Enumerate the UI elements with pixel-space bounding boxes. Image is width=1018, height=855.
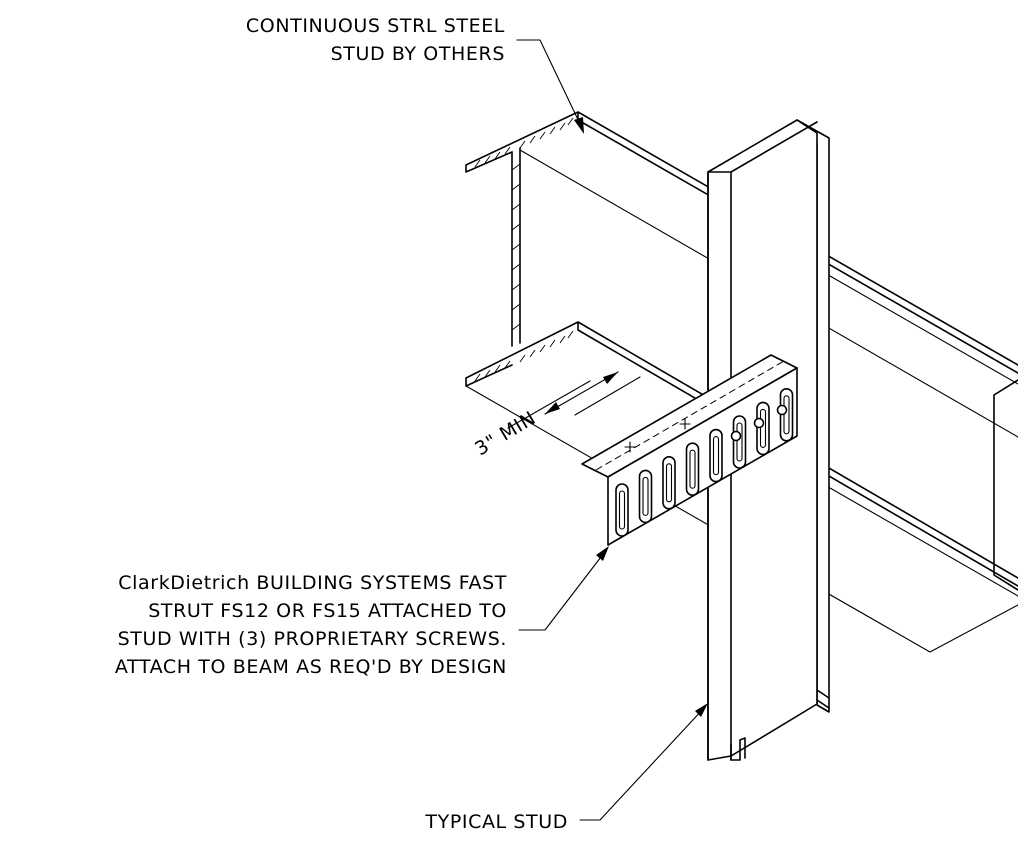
label-steel-stud-2: STUD BY OTHERS [331, 43, 505, 65]
leader-arrow-steel-stud [574, 117, 584, 134]
labels: CONTINUOUS STRL STEEL STUD BY OTHERS Cla… [115, 15, 568, 833]
strut-screws [730, 404, 788, 442]
label-strut-4: ATTACH TO BEAM AS REQ'D BY DESIGN [115, 656, 507, 678]
dimension-label: 3" MIN [471, 407, 539, 460]
screw-3 [776, 404, 788, 416]
strut-slot-inner [642, 476, 649, 516]
leader-arrow-typical-stud [695, 703, 708, 717]
strut-slot [709, 428, 723, 483]
bottom-flange-hatch [474, 330, 574, 382]
web-hatch [511, 163, 521, 331]
screw-1 [730, 430, 742, 442]
label-strut-1: ClarkDietrich BUILDING SYSTEMS FAST [118, 572, 507, 594]
dim-arrow-2 [603, 372, 618, 384]
strut-slot [615, 483, 629, 537]
strut-slots [615, 387, 794, 537]
strut-face [607, 367, 798, 546]
strut-marks [624, 418, 691, 453]
leaders [516, 39, 708, 821]
strut-slot [732, 415, 747, 469]
strut-slot [638, 469, 653, 524]
strut-slot [685, 442, 700, 497]
strut-slot-inner [759, 408, 767, 448]
extension-line-1 [574, 376, 641, 416]
strut-slot-inner [618, 490, 626, 530]
strut-slot-inner [689, 449, 696, 489]
screw-2 [753, 417, 765, 429]
top-flange-hatch [474, 117, 574, 168]
strut-slot [756, 401, 770, 456]
beam-web [511, 147, 521, 347]
strut-slot-inner [665, 463, 673, 503]
strut-slot-inner [712, 436, 720, 476]
extension-line-2 [507, 380, 591, 429]
dim-arrow-1 [545, 402, 560, 414]
label-typical-stud: TYPICAL STUD [424, 811, 568, 833]
leader-strut [518, 552, 605, 631]
fast-strut-clip [581, 354, 798, 546]
label-steel-stud-1: CONTINUOUS STRL STEEL [246, 15, 505, 37]
label-strut-2: STRUT FS12 OR FS15 ATTACHED TO [148, 600, 507, 622]
strut-slot-inner [736, 422, 743, 462]
leader-typical-stud [579, 707, 705, 821]
leader-steel-stud [516, 39, 583, 129]
strut-slot [662, 455, 676, 510]
leader-arrow-strut [596, 546, 609, 561]
beam-far-end [993, 379, 1018, 591]
label-strut-3: STUD WITH (3) PROPRIETARY SCREWS. [118, 628, 507, 650]
stud-bottom-lip [730, 689, 830, 761]
strut-bend-line [595, 360, 785, 471]
